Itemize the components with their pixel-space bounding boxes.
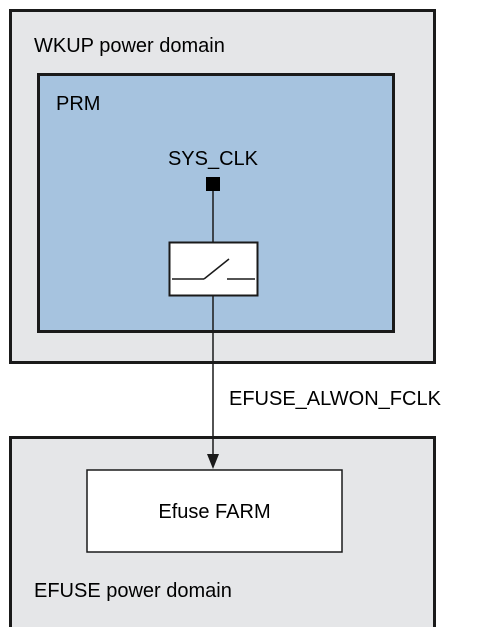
prm-label: PRM: [56, 93, 100, 115]
efuse-power-domain-border: [9, 436, 436, 627]
efuse-farm-label: Efuse FARM: [158, 501, 270, 523]
efuse-power-domain-label: EFUSE power domain: [34, 580, 232, 602]
efuse-alwon-fclk-label: EFUSE_ALWON_FCLK: [229, 388, 442, 410]
clock-gate-switch-icon: [168, 241, 259, 297]
arrowhead-down-icon: [207, 454, 219, 469]
wkup-power-domain-label: WKUP power domain: [34, 35, 225, 57]
clock-source-square-icon: [206, 177, 220, 191]
efuse-farm-box: [86, 469, 343, 553]
sys-clk-label: SYS_CLK: [168, 148, 259, 170]
